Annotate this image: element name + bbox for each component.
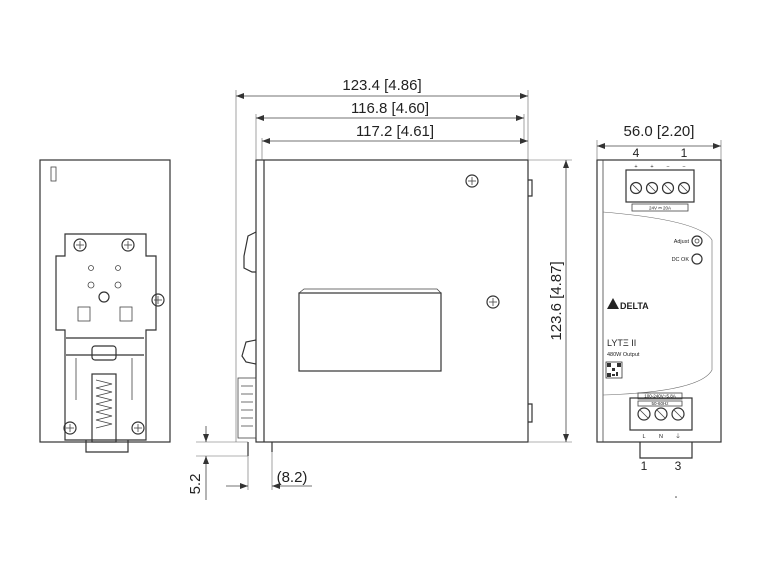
polarity-label: − [682, 164, 685, 170]
input-pin-right-label: 1 [681, 146, 688, 160]
product-name: LYTΞ II [607, 338, 636, 348]
terminal-letter: ⏚ [675, 433, 681, 440]
power-label: 480W Output [607, 352, 640, 358]
ac-rating-1: 100-240V~5.8A [644, 394, 675, 399]
terminal-letter: L [642, 434, 645, 440]
adjust-potentiometer [691, 235, 703, 247]
output-rating: 24V ⎓ 20A [649, 206, 671, 211]
screw-icon [486, 295, 500, 309]
qr-code-icon [605, 361, 623, 379]
polarity-label: − [666, 164, 669, 170]
front-view [596, 159, 722, 498]
dim-height: 123.6 [4.87] [548, 261, 565, 340]
polarity-label: + [650, 164, 653, 170]
dimension-lines [196, 90, 722, 500]
brand-label: DELTA [620, 301, 649, 311]
screw-icon [63, 421, 77, 435]
screw-icon [465, 174, 479, 188]
back-view [39, 159, 171, 453]
dim-depth-mid: 116.8 [4.60] [351, 100, 429, 117]
dc-ok-label: DC OK [672, 257, 690, 263]
output-terminal-block [629, 397, 693, 431]
dim-depth-body: 117.2 [4.61] [356, 123, 434, 140]
adjust-label: Adjust [674, 239, 690, 245]
screw-icon [121, 238, 135, 252]
output-pin-left-label: 1 [641, 459, 648, 473]
ac-rating-2: 50-60Hz [651, 401, 669, 406]
input-pin-left-label: 4 [633, 146, 640, 160]
dim-overall-depth: 123.4 [4.86] [342, 77, 421, 94]
delta-logo-icon [607, 298, 619, 309]
screw-icon [151, 293, 165, 307]
screw-icon [73, 238, 87, 252]
dim-rail-offset: 5.2 [187, 474, 204, 495]
side-view [237, 159, 533, 456]
dim-clip-offset: (8.2) [277, 469, 308, 486]
dc-ok-led [691, 253, 703, 265]
screw-icon [131, 421, 145, 435]
polarity-label: + [634, 164, 637, 170]
output-pin-right-label: 3 [675, 459, 682, 473]
dim-width: 56.0 [2.20] [624, 123, 695, 140]
terminal-letter: N [659, 434, 663, 440]
input-terminal-block [625, 169, 695, 203]
